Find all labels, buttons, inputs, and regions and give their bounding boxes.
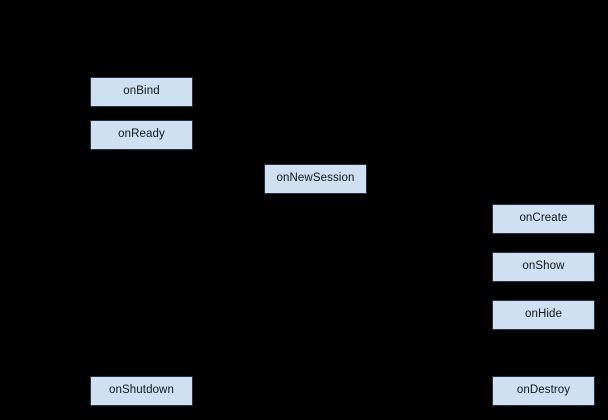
node-label-on-shutdown: onShutdown — [109, 384, 174, 397]
node-on-ready[interactable]: onReady — [90, 120, 193, 150]
node-label-on-bind: onBind — [123, 85, 160, 98]
node-label-on-new-session: onNewSession — [276, 172, 355, 185]
node-on-show[interactable]: onShow — [492, 252, 595, 282]
node-on-shutdown[interactable]: onShutdown — [90, 376, 193, 406]
node-label-on-ready: onReady — [118, 128, 165, 141]
node-on-bind[interactable]: onBind — [90, 77, 193, 107]
node-on-hide[interactable]: onHide — [492, 300, 595, 330]
node-label-on-hide: onHide — [524, 308, 563, 321]
node-on-new-session[interactable]: onNewSession — [264, 164, 367, 194]
node-label-on-create: onCreate — [519, 212, 568, 225]
node-on-create[interactable]: onCreate — [492, 204, 595, 234]
node-on-destroy[interactable]: onDestroy — [492, 376, 595, 406]
node-label-on-destroy: onDestroy — [516, 384, 571, 397]
node-label-on-show: onShow — [522, 260, 565, 273]
